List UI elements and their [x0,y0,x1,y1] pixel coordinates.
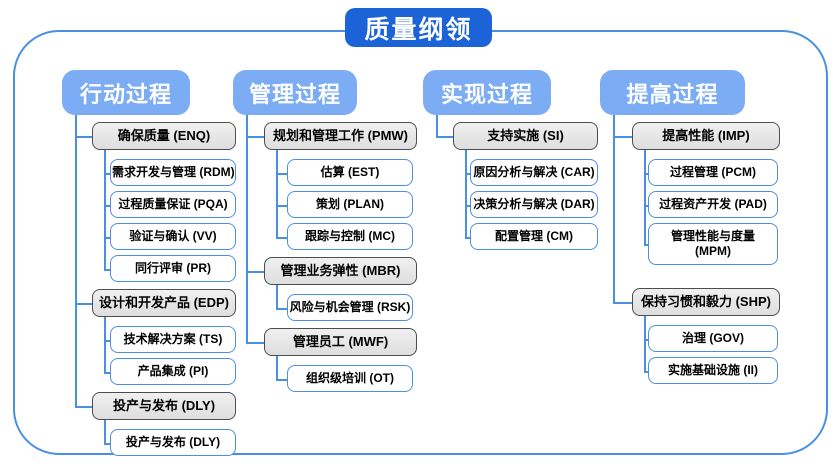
title-badge: 质量纲领 [345,8,492,47]
connector-line [644,172,648,175]
group-node-pmw: 规划和管理工作 (PMW) [264,122,417,150]
leaf-node-ot: 组织级培训 (OT) [287,365,413,392]
connector-line [644,150,646,244]
connector-line [75,136,92,138]
leaf-node-mpm: 管理性能与度量 (MPM) [648,223,778,265]
connector-line [276,378,287,381]
connector-line [104,317,106,372]
connector-line [75,406,92,408]
connector-line [75,115,77,406]
connector-line [644,316,646,371]
leaf-node-pi: 产品集成 (PI) [110,358,236,385]
group-node-enq: 确保质量 (ENQ) [92,122,236,150]
leaf-node-ts: 技术解决方案 (TS) [110,326,236,353]
connector-line [104,268,110,271]
connector-line [613,115,615,302]
connector-line [104,420,106,443]
connector-line [465,204,470,207]
connector-line [465,172,470,175]
connector-line [104,236,110,239]
leaf-node-pqa: 过程质量保证 (PQA) [110,191,236,218]
leaf-node-vv: 验证与确认 (VV) [110,223,236,250]
connector-line [276,172,287,175]
column-header-1: 行动过程 [62,70,190,115]
column-header-3: 实现过程 [423,70,551,115]
connector-line [104,442,110,445]
connector-line [276,204,287,207]
leaf-node-est: 估算 (EST) [287,159,413,186]
leaf-node-rdm: 需求开发与管理 (RDM) [110,159,236,186]
group-node-shp: 保持习惯和毅力 (SHP) [632,288,780,316]
connector-line [246,115,248,342]
group-node-mwf: 管理员工 (MWF) [264,328,417,356]
connector-line [276,307,287,310]
leaf-node-gov: 治理 (GOV) [648,325,778,352]
connector-line [246,271,264,273]
connector-line [246,342,264,344]
connector-line [75,303,92,305]
connector-line [104,339,110,342]
connector-line [276,356,278,379]
leaf-node-cm: 配置管理 (CM) [470,223,598,250]
connector-line [104,172,110,175]
leaf-node-dar: 决策分析与解决 (DAR) [470,191,598,218]
group-node-imp: 提高性能 (IMP) [632,122,780,150]
connector-line [276,150,278,237]
connector-line [644,338,648,341]
connector-line [276,285,278,308]
connector-line [246,136,264,138]
column-header-4: 提高过程 [600,70,745,115]
leaf-node-dly: 投产与发布 (DLY) [110,429,236,456]
leaf-node-pad: 过程资产开发 (PAD) [648,191,778,218]
connector-line [104,150,106,269]
group-node-edp: 设计和开发产品 (EDP) [92,289,236,317]
connector-line [436,136,453,138]
leaf-node-pcm: 过程管理 (PCM) [648,159,778,186]
connector-line [465,150,467,237]
connector-line [613,302,632,304]
connector-line [436,115,438,136]
connector-line [104,371,110,374]
connector-line [104,204,110,207]
leaf-node-rsk: 风险与机会管理 (RSK) [287,294,413,321]
leaf-node-ii: 实施基础设施 (II) [648,357,778,384]
connector-line [276,236,287,239]
connector-line [465,236,470,239]
leaf-node-car: 原因分析与解决 (CAR) [470,159,598,186]
leaf-node-pr: 同行评审 (PR) [110,255,236,282]
leaf-node-plan: 策划 (PLAN) [287,191,413,218]
group-node-mbr: 管理业务弹性 (MBR) [264,257,417,285]
leaf-node-mc: 跟踪与控制 (MC) [287,223,413,250]
group-node-si: 支持实施 (SI) [453,122,598,150]
connector-line [644,244,648,246]
column-header-2: 管理过程 [233,70,357,115]
connector-line [613,136,632,138]
connector-line [644,370,648,373]
group-node-dly: 投产与发布 (DLY) [92,392,236,420]
connector-line [644,204,648,207]
